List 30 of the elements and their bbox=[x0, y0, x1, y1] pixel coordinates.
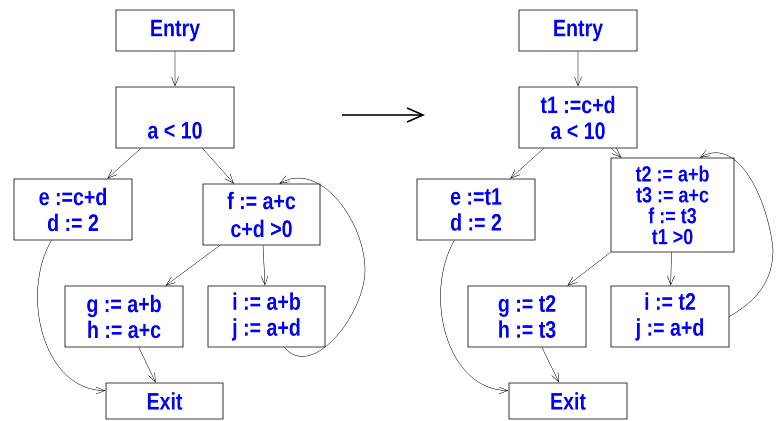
arrow bbox=[108, 148, 141, 178]
code-block-box: a < 10 bbox=[116, 86, 234, 148]
arrow bbox=[568, 252, 611, 286]
arrow bbox=[574, 51, 582, 86]
code-block-box: t2 := a+b t3 := a+c f := t3 t1 >0 bbox=[610, 158, 734, 252]
code-block-box: i := a+b j := a+d bbox=[208, 286, 326, 348]
code-block-box: Entry bbox=[518, 10, 638, 52]
code-block-box: Entry bbox=[116, 10, 234, 52]
code-block-box: t1 :=c+d a < 10 bbox=[518, 86, 638, 148]
arrow bbox=[611, 148, 622, 158]
arrow bbox=[440, 240, 508, 394]
arrow bbox=[138, 347, 156, 382]
arrow bbox=[667, 252, 675, 286]
arrow bbox=[202, 148, 234, 184]
arrow bbox=[700, 150, 774, 317]
code-block-box: i := t2 j := a+d bbox=[610, 286, 730, 348]
arrow bbox=[280, 176, 366, 357]
code-block-box: e :=t1 d := 2 bbox=[416, 178, 536, 240]
arrow bbox=[166, 245, 220, 286]
code-block-box: e :=c+d d := 2 bbox=[14, 178, 132, 240]
code-block-box: g := a+b h := a+c bbox=[64, 286, 184, 348]
arrow bbox=[260, 245, 268, 286]
code-block-box: Exit bbox=[508, 382, 628, 420]
code-block-box: g := t2 h := t3 bbox=[468, 286, 586, 348]
arrow bbox=[510, 148, 544, 178]
arrow bbox=[542, 347, 560, 382]
arrow bbox=[171, 51, 179, 86]
arrow bbox=[37, 240, 106, 394]
code-block-box: Exit bbox=[106, 382, 224, 420]
code-block-box: f := a+c c+d >0 bbox=[202, 184, 320, 246]
